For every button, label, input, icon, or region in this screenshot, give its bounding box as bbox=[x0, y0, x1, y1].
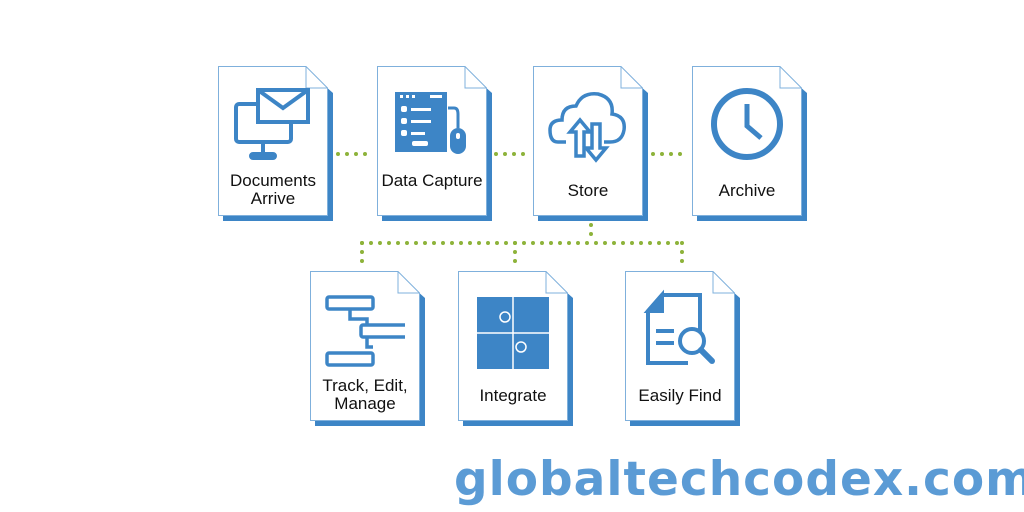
step-store: Store bbox=[533, 66, 648, 221]
cloud-upload-download-icon bbox=[548, 92, 626, 163]
step-label: Archive bbox=[718, 181, 776, 200]
step-label: Easily Find bbox=[638, 386, 722, 405]
document-search-icon bbox=[643, 289, 715, 365]
watermark: globaltechcodex.com bbox=[454, 452, 1024, 507]
step-label: Data Capture bbox=[381, 171, 483, 190]
step-label: Track, Edit, Manage bbox=[322, 376, 408, 413]
monitor-envelope-icon bbox=[234, 88, 310, 160]
step-label: Store bbox=[567, 181, 609, 200]
step-archive: Archive bbox=[692, 66, 807, 221]
workflow-icon bbox=[325, 295, 405, 367]
step-data-capture: Data Capture bbox=[377, 66, 492, 221]
step-easily-find: Easily Find bbox=[625, 271, 740, 426]
step-label: Integrate bbox=[479, 386, 547, 405]
step-label: Documents Arrive bbox=[230, 171, 316, 208]
form-mouse-icon bbox=[395, 92, 466, 154]
clock-icon bbox=[711, 88, 783, 160]
puzzle-icon bbox=[477, 297, 549, 369]
step-documents-arrive: Documents Arrive bbox=[218, 66, 333, 221]
step-integrate: Integrate bbox=[458, 271, 573, 426]
step-track-edit-manage: Track, Edit, Manage bbox=[310, 271, 425, 426]
